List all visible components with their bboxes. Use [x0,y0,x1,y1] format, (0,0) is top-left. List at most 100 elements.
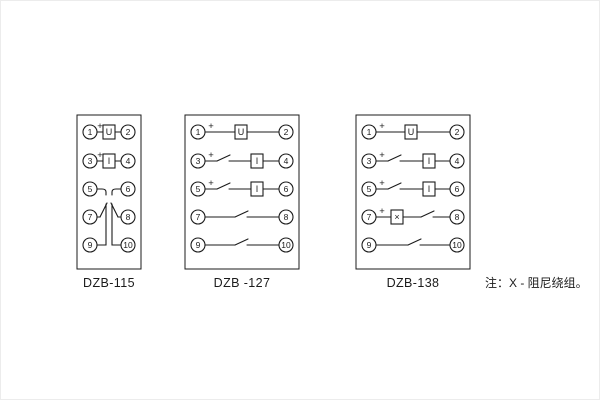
note-text: 注：X - 阻尼绕组。 [485,275,588,290]
terminal-1-label: 1 [88,127,93,137]
terminal-8-label: 8 [455,212,460,222]
current-coil [422,153,436,169]
terminal-9-label: 9 [196,240,201,250]
terminal-9 [190,237,206,253]
current-coil-label: I [256,184,259,194]
terminal-3-label: 3 [88,156,93,166]
terminal-2 [120,124,136,140]
voltage-coil-label: U [238,127,245,137]
voltage-coil-label: U [106,127,113,137]
terminal-3 [361,153,377,169]
terminal-9 [361,237,377,253]
terminal-6 [449,181,465,197]
terminal-7-label: 7 [88,212,93,222]
polarity-plus: + [379,206,385,217]
terminal-1 [361,124,377,140]
diagram-dzb-115: + + U I 1 3 5 7 9 2 4 6 8 10 DZB-115 [76,114,142,290]
polarity-plus: + [208,150,214,161]
polarity-plus: + [208,121,214,132]
current-coil [250,181,264,197]
terminal-4-label: 4 [284,156,289,166]
diagram-dzb-138: + + + + U I I × 1 3 5 7 9 2 4 6 8 10 DZB… [355,114,471,290]
current-coil [102,153,116,169]
terminal-8 [120,209,136,225]
terminal-8 [449,209,465,225]
terminal-6 [278,181,294,197]
terminal-6 [120,181,136,197]
polarity-plus: + [97,121,103,132]
terminal-5-label: 5 [196,184,201,194]
diagram-label: DZB-115 [83,276,135,290]
polarity-plus: + [379,178,385,189]
terminal-3 [190,153,206,169]
terminal-4 [278,153,294,169]
diagram-outline [355,114,471,270]
current-coil-label: I [428,184,431,194]
terminal-10-label: 10 [452,240,462,250]
wires [96,131,122,246]
polarity-plus: + [208,178,214,189]
terminal-2 [278,124,294,140]
current-coil [250,153,264,169]
polarity-plus: + [97,150,103,161]
terminal-9-label: 9 [88,240,93,250]
terminal-7 [361,209,377,225]
terminal-10 [120,237,136,253]
terminal-7-label: 7 [196,212,201,222]
terminal-8-label: 8 [126,212,131,222]
terminal-10-label: 10 [281,240,291,250]
terminal-9 [82,237,98,253]
terminal-4-label: 4 [126,156,131,166]
terminal-7 [190,209,206,225]
diagram-label: DZB -127 [214,276,271,290]
damping-winding-label: × [394,212,399,222]
diagram-dzb-127: + + + U I I 1 3 5 7 9 2 4 6 8 10 DZB -12… [184,114,300,290]
terminal-3 [82,153,98,169]
terminal-10 [449,237,465,253]
terminal-2-label: 2 [455,127,460,137]
terminal-5 [82,181,98,197]
terminal-2 [449,124,465,140]
terminal-6-label: 6 [126,184,131,194]
terminal-4 [449,153,465,169]
terminal-10-label: 10 [123,240,133,250]
terminal-1-label: 1 [196,127,201,137]
terminal-9-label: 9 [367,240,372,250]
terminal-2-label: 2 [284,127,289,137]
terminal-7 [82,209,98,225]
terminal-5 [190,181,206,197]
current-coil [422,181,436,197]
terminal-1 [82,124,98,140]
terminal-4 [120,153,136,169]
terminal-5 [361,181,377,197]
current-coil-label: I [108,156,111,166]
terminal-6-label: 6 [284,184,289,194]
terminal-5-label: 5 [88,184,93,194]
diagram-outline [76,114,142,270]
polarity-plus: + [379,150,385,161]
wires [204,131,280,246]
terminal-5-label: 5 [367,184,372,194]
terminal-8-label: 8 [284,212,289,222]
polarity-plus: + [379,121,385,132]
terminal-1-label: 1 [367,127,372,137]
voltage-coil-label: U [408,127,415,137]
current-coil-label: I [428,156,431,166]
terminal-7-label: 7 [367,212,372,222]
terminal-4-label: 4 [455,156,460,166]
voltage-coil [234,124,248,140]
terminal-10 [278,237,294,253]
terminal-3-label: 3 [196,156,201,166]
current-coil-label: I [256,156,259,166]
terminal-6-label: 6 [455,184,460,194]
terminal-1 [190,124,206,140]
terminal-8 [278,209,294,225]
diagram-label: DZB-138 [387,276,440,290]
terminal-2-label: 2 [126,127,131,137]
terminal-3-label: 3 [367,156,372,166]
diagram-outline [184,114,300,270]
wires [375,131,451,246]
voltage-coil [102,124,116,140]
